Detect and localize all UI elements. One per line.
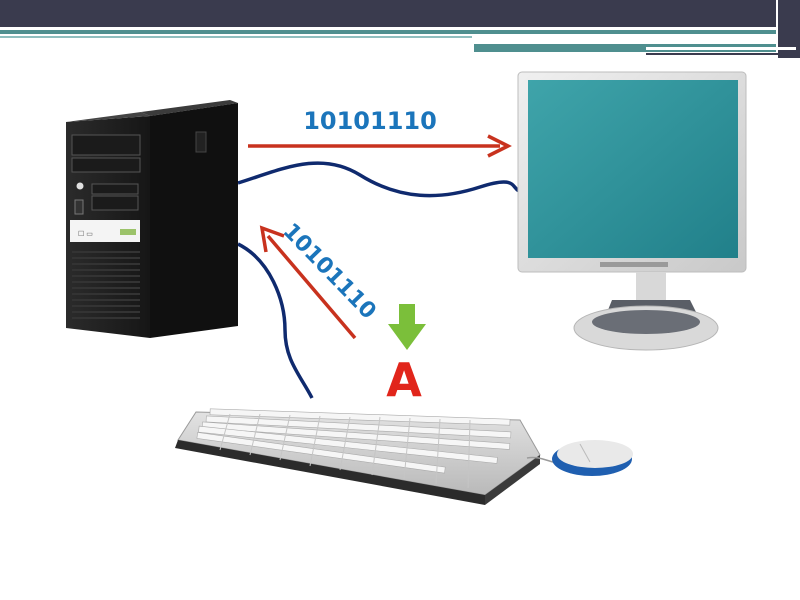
keyboard-cable: [237, 242, 314, 399]
slide-title-bar: [0, 0, 776, 27]
input-data-arrow: [259, 225, 357, 340]
slide-title-bar-tab: [778, 0, 800, 58]
keyboard-icon: [175, 408, 541, 505]
down-arrow-icon: [388, 304, 426, 350]
pressed-key-letter: A: [386, 353, 422, 407]
header-accent-lines: [0, 30, 796, 55]
svg-text:☐ ▭: ☐ ▭: [78, 230, 93, 238]
monitor-cable: [237, 161, 523, 198]
mouse-icon: [526, 440, 633, 476]
computer-tower-icon: ☐ ▭: [66, 100, 238, 338]
output-data-arrow: [248, 134, 512, 158]
output-bits-label: 10101110: [303, 107, 437, 135]
monitor-icon: [517, 71, 747, 351]
